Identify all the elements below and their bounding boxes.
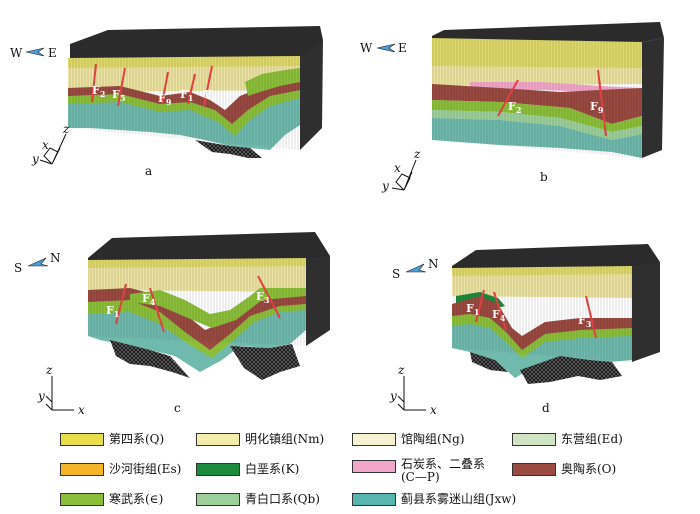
panel-d-axis-x: x	[430, 403, 437, 417]
legend-label: 馆陶组(Ng)	[401, 433, 465, 446]
legend-swatch	[196, 463, 240, 476]
legend-item-cretaceous: 白垩系(K)	[196, 460, 299, 478]
legend-label: 第四系(Q)	[109, 433, 164, 446]
panel-a-label: a	[145, 164, 152, 178]
legend-item-qingbaikou: 青白口系(Qb)	[196, 490, 320, 508]
legend-swatch	[196, 493, 240, 506]
legend-swatch	[512, 463, 556, 476]
panel-c-right-side	[306, 256, 330, 346]
panel-b-compass-east: E	[398, 41, 407, 55]
panel-d-right-side	[632, 262, 660, 362]
legend-label: 青白口系(Qb)	[245, 493, 320, 506]
panel-a	[68, 26, 323, 158]
legend-label-continued: (C—P)	[401, 471, 485, 484]
legend-label: 明化镇组(Nm)	[245, 433, 324, 446]
panel-c-compass-south: S	[14, 261, 22, 275]
panel-b-compass-west: W	[360, 41, 373, 55]
legend-swatch	[60, 493, 104, 506]
legend: 第四系(Q) 明化镇组(Nm) 馆陶组(Ng) 东营组(Ed) 沙河街组(Es)…	[0, 430, 700, 514]
legend-label: 寒武系(∈)	[109, 493, 163, 506]
legend-item-guantao: 馆陶组(Ng)	[352, 430, 465, 448]
legend-label: 白垩系(K)	[245, 463, 299, 476]
legend-swatch	[352, 460, 396, 473]
panel-a-axis-x: x	[42, 138, 49, 152]
panel-d-axis-y: y	[389, 389, 397, 403]
panel-a-axis-y: y	[31, 152, 39, 166]
legend-item-ordovician: 奥陶系(O)	[512, 460, 616, 478]
panel-d-compass-north: N	[428, 257, 439, 271]
panel-d-label: d	[542, 401, 550, 415]
legend-item-carboniferous-permian: 石炭系、二叠系 (C—P)	[352, 458, 485, 486]
legend-label: 沙河街组(Es)	[109, 463, 181, 476]
legend-item-dongying: 东营组(Ed)	[512, 430, 623, 448]
legend-label: 奥陶系(O)	[561, 463, 616, 476]
legend-item-quaternary: 第四系(Q)	[60, 430, 164, 448]
legend-item-shahejie: 沙河街组(Es)	[60, 460, 181, 478]
panel-c-axis-y: y	[37, 389, 45, 403]
panel-b	[432, 22, 664, 158]
panel-b-axis-y: y	[381, 179, 389, 193]
legend-label: 东营组(Ed)	[561, 433, 623, 446]
legend-item-cambrian: 寒武系(∈)	[60, 490, 163, 508]
panel-a-compass-west: W	[10, 46, 23, 60]
panel-d	[452, 244, 660, 384]
panel-b-axis-z: z	[413, 147, 421, 161]
panel-d-axis-z: z	[397, 363, 405, 377]
legend-item-jixian-wumishan: 蓟县系雾迷山组(Jxw)	[352, 490, 516, 508]
panel-a-compass-east: E	[48, 46, 57, 60]
panel-c-compass-north: N	[50, 251, 61, 265]
panel-c-axis-z: z	[45, 363, 53, 377]
legend-label: 蓟县系雾迷山组(Jxw)	[401, 493, 516, 506]
panel-c	[88, 232, 330, 380]
legend-swatch	[196, 433, 240, 446]
legend-swatch	[60, 433, 104, 446]
legend-swatch	[60, 463, 104, 476]
legend-item-minghuazhen: 明化镇组(Nm)	[196, 430, 324, 448]
legend-swatch	[512, 433, 556, 446]
panel-c-axis-x: x	[78, 403, 85, 417]
panel-b-axis-x: x	[394, 161, 401, 175]
panel-a-axis-z: z	[62, 122, 70, 136]
panel-c-label: c	[174, 401, 181, 415]
panel-d-compass-south: S	[392, 267, 400, 281]
panel-a-right-side	[300, 40, 323, 150]
panel-b-right-side	[642, 38, 664, 158]
panel-b-label: b	[540, 170, 548, 184]
legend-swatch	[352, 493, 396, 506]
legend-swatch	[352, 433, 396, 446]
